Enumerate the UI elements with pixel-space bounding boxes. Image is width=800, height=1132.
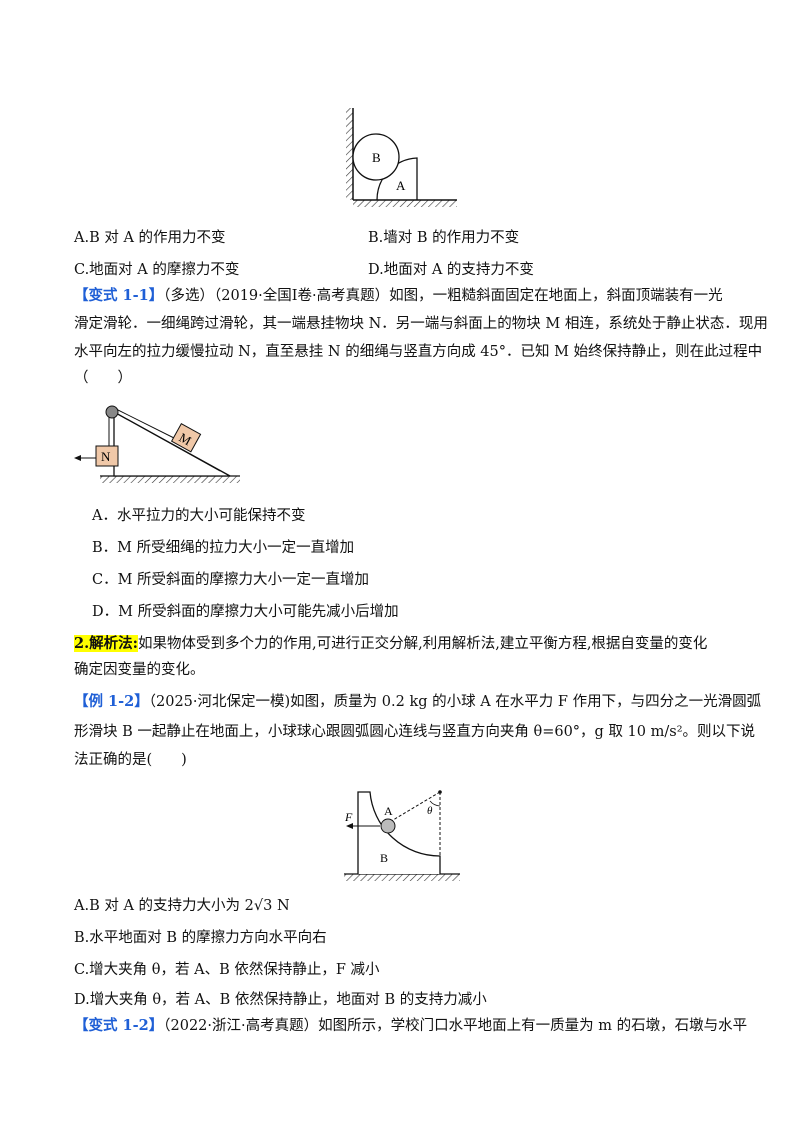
figure-ball-wall-block: B A bbox=[346, 108, 457, 207]
fig1-label-a: A bbox=[396, 178, 406, 193]
v11-stem-line3: 水平向左的拉力缓慢拉动 N，直至悬挂 N 的细绳与竖直方向成 45°．已知 M … bbox=[74, 344, 763, 360]
v12-stem-line1: 【变式 1-2】（2022·浙江·高考真题）如图所示，学校门口水平地面上有一质量… bbox=[74, 1017, 748, 1034]
v11-stem-line1: 【变式 1-1】（多选）（2019·全国Ⅰ卷·高考真题）如图，一粗糙斜面固定在地… bbox=[74, 287, 723, 304]
figure-incline-pulley: M N bbox=[74, 405, 240, 483]
ex12-option-a: A.B 对 A 的支持力大小为 2√3 N bbox=[74, 898, 290, 914]
method2-title: 2.解析法: bbox=[74, 635, 138, 652]
ex12-tag: 【例 1-2】 bbox=[74, 693, 149, 710]
fig3-label-f: F bbox=[344, 810, 353, 824]
v11-tag: 【变式 1-1】 bbox=[74, 287, 164, 304]
v11-stem-line2: 滑定滑轮．一细绳跨过滑轮，其一端悬挂物块 N．另一端与斜面上的物块 M 相连，系… bbox=[74, 316, 768, 332]
method2-line2: 确定因变量的变化。 bbox=[74, 662, 205, 678]
q0-option-c: C.地面对 A 的摩擦力不变 bbox=[74, 262, 240, 278]
q0-option-b: B.墙对 B 的作用力不变 bbox=[368, 230, 520, 246]
v11-stem-line4: （ ） bbox=[74, 370, 132, 386]
figure-ball-on-arc-block: F A B θ bbox=[344, 790, 460, 881]
ex12-stem-line1: 【例 1-2】（2025·河北保定一模)如图，质量为 0.2 kg 的小球 A … bbox=[74, 693, 762, 710]
v11-option-c: C．M 所受斜面的摩擦力大小一定一直增加 bbox=[92, 572, 370, 588]
ex12-stem-line2: 形滑块 B 一起静止在地面上，小球球心跟圆弧圆心连线与竖直方向夹角 θ=60°，… bbox=[74, 724, 756, 740]
fig3-label-b: B bbox=[380, 851, 388, 865]
v11-option-b: B．M 所受细绳的拉力大小一定一直增加 bbox=[92, 540, 355, 556]
fig3-label-a: A bbox=[384, 804, 393, 818]
fig2-label-n: N bbox=[101, 449, 111, 464]
ex12-option-c: C.增大夹角 θ，若 A、B 依然保持静止，F 减小 bbox=[74, 962, 380, 978]
q0-option-a: A.B 对 A 的作用力不变 bbox=[74, 230, 226, 246]
ex12-stem-line3: 法正确的是( ) bbox=[74, 752, 187, 768]
fig3-label-theta: θ bbox=[427, 805, 433, 817]
ex12-option-b: B.水平地面对 B 的摩擦力方向水平向右 bbox=[74, 930, 327, 946]
v12-tag: 【变式 1-2】 bbox=[74, 1017, 164, 1034]
method2-line1: 2.解析法:如果物体受到多个力的作用,可进行正交分解,利用解析法,建立平衡方程,… bbox=[74, 635, 708, 652]
v11-option-a: A．水平拉力的大小可能保持不变 bbox=[92, 508, 306, 524]
fig1-label-b: B bbox=[372, 150, 381, 165]
v11-option-d: D．M 所受斜面的摩擦力大小可能先减小后增加 bbox=[92, 604, 399, 620]
q0-option-d: D.地面对 A 的支持力不变 bbox=[368, 262, 534, 278]
ex12-option-d: D.增大夹角 θ，若 A、B 依然保持静止，地面对 B 的支持力减小 bbox=[74, 992, 487, 1008]
